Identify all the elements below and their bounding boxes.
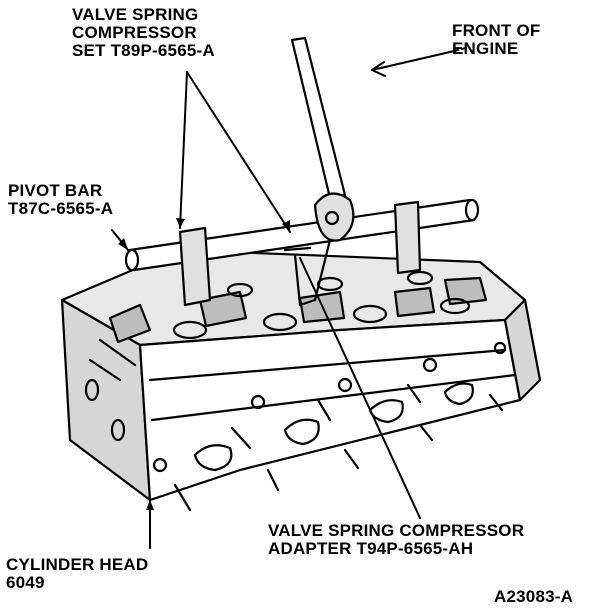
- figure-id: A23083-A: [494, 587, 574, 606]
- pivot-bar: [124, 198, 480, 307]
- label-front-of-engine: FRONT OF ENGINE: [452, 21, 541, 58]
- label-cylinder-head: CYLINDER HEAD 6049: [6, 555, 149, 592]
- front-arrow: [371, 47, 467, 77]
- label-compressor-adapter: VALVE SPRING COMPRESSOR ADAPTER T94P-656…: [268, 521, 525, 558]
- leader-arrowheads: [118, 218, 290, 510]
- cylinder-head-body: [60, 248, 542, 512]
- label-compressor-set: VALVE SPRING COMPRESSOR SET T89P-6565-A: [72, 5, 215, 60]
- compressor-lever: [283, 36, 355, 307]
- label-pivot-bar: PIVOT BAR T87C-6565-A: [8, 181, 114, 218]
